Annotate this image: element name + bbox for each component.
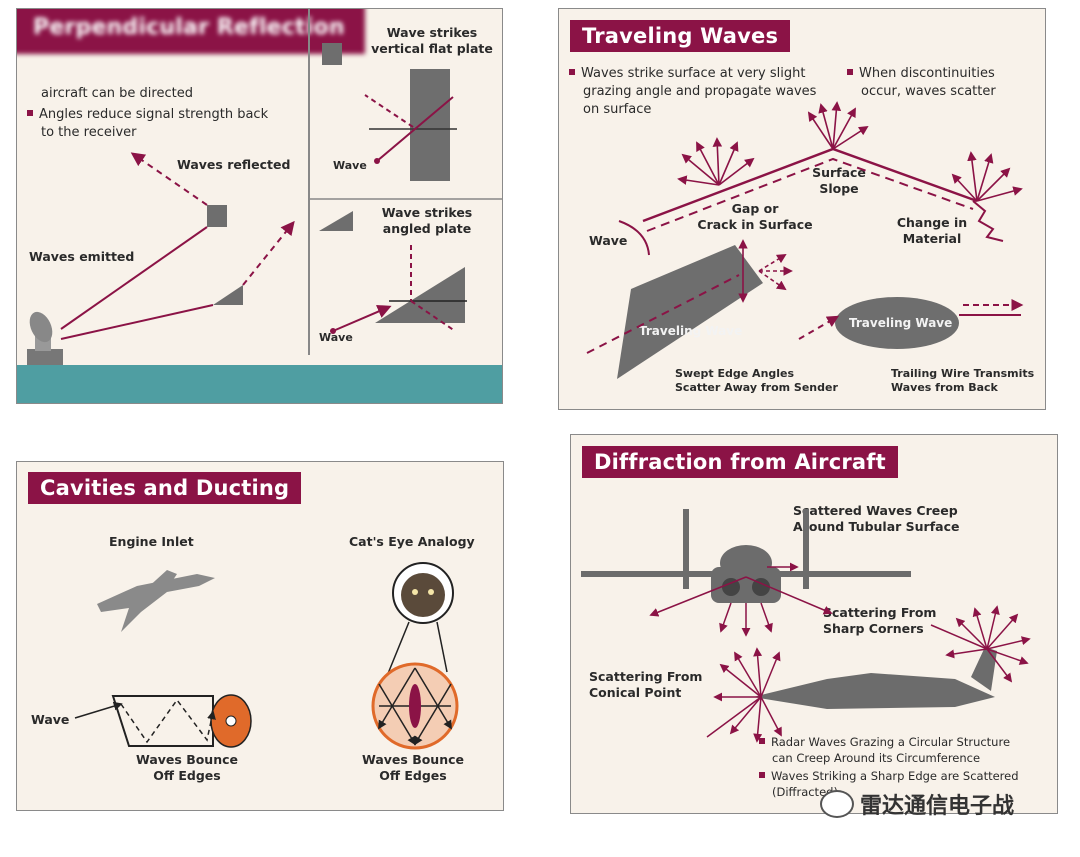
cat-head: [401, 573, 445, 617]
wave-in-arrow: [74, 701, 123, 719]
surface-line: [642, 147, 978, 223]
scatter-burst-slope: [807, 101, 869, 150]
ray-swept-in: [586, 274, 740, 354]
bullet-directed: aircraft can be directed: [41, 86, 193, 101]
scatter-burst-conical: [706, 647, 782, 743]
ray-emitted-1: [60, 226, 208, 330]
diffraction-diagram: [581, 509, 1031, 743]
radar-dish-icon: [27, 311, 63, 365]
small-triangle-icon: [319, 211, 353, 231]
ray-reflected-2: [242, 220, 295, 286]
panel-title-reflection: Perpendicular Reflection: [17, 9, 365, 54]
swept-plate: [617, 245, 763, 379]
surface-wave-dashed: [646, 157, 974, 232]
panel-title-traveling: Traveling Waves: [570, 20, 791, 52]
ray-wire-in: [798, 315, 840, 340]
label-wave-traveling: Wave: [589, 233, 628, 248]
ray-flat-in: [376, 96, 454, 162]
cavities-diagram: [74, 562, 459, 750]
ground-water: [17, 365, 502, 403]
panel-cavities: Cavities and Ducting Engine Inlet Cat's …: [16, 461, 504, 811]
creep-arrows: [649, 562, 833, 637]
ray-flat-out: [364, 94, 414, 128]
bullet-square-icon: [569, 69, 575, 75]
reflection-diagram: [17, 9, 502, 403]
material-zigzag: [972, 200, 1004, 242]
wave-dot-2: [330, 328, 336, 334]
bullet-square-icon: [27, 110, 33, 116]
trailing-wire-body: [835, 297, 959, 349]
cat-eye-right: [428, 589, 434, 595]
watermark-text: 雷达通信电子战: [860, 794, 1015, 819]
label-wave-angled: Wave: [319, 331, 353, 344]
inlet-duct: [111, 695, 214, 747]
front-view-jet-icon: [581, 509, 911, 603]
angled-target: [213, 285, 243, 305]
panel-diffraction: Diffraction from Aircraft Scattered Wave…: [570, 434, 1058, 814]
wave-arc: [618, 220, 650, 256]
eye-pupil: [409, 684, 421, 728]
label-wave-cavity: Wave: [31, 712, 70, 727]
ray-reflected-1: [130, 152, 208, 206]
label-waves-emitted: Waves emitted: [29, 249, 135, 264]
ray-emitted-2: [60, 304, 214, 340]
panel-reflection: Perpendicular Reflection aircraft can be…: [16, 8, 503, 404]
traveling-diagram: Traveling Wave Traveling Wave: [586, 101, 1024, 379]
engine-hub: [225, 715, 237, 727]
connector-line-1: [386, 621, 410, 677]
cat-eye-left: [412, 589, 418, 595]
scatter-burst-swept: [738, 239, 793, 303]
panel-title-diffraction: Diffraction from Aircraft: [582, 446, 898, 478]
small-square-icon: [322, 43, 342, 65]
panel-traveling-waves: Traveling Waves Waves strike surface at …: [558, 8, 1046, 410]
wechat-icon: [820, 790, 854, 818]
panel-title-cavities: Cavities and Ducting: [28, 472, 302, 504]
label-engine-inlet: Engine Inlet: [109, 534, 194, 549]
wave-dot: [374, 158, 380, 164]
bounce-path: [120, 698, 216, 744]
bullet-square-icon: [759, 772, 765, 778]
label-cats-eye: Cat's Eye Analogy: [349, 534, 475, 549]
label-waves-reflected: Waves reflected: [177, 157, 291, 172]
bullet-radar-grazing: Radar Waves Grazing a Circular Structure…: [759, 735, 1010, 766]
traveling-wave-text-2: Traveling Wave: [849, 316, 952, 330]
label-wave-flat: Wave: [333, 159, 367, 172]
bullet-sharp-edge: Waves Striking a Sharp Edge are Scattere…: [759, 769, 1019, 800]
vertical-plate: [410, 69, 450, 181]
scatter-burst-corners: [930, 605, 1031, 683]
side-view-jet-icon: [753, 647, 997, 709]
scatter-burst-gap: [677, 137, 755, 186]
ray-angled-in: [332, 304, 392, 332]
traveling-wave-text-1: Traveling Wave: [639, 324, 742, 338]
connector-line-2: [436, 621, 448, 673]
angled-plate: [375, 267, 465, 323]
flat-target: [207, 205, 227, 227]
scatter-burst-material: [951, 151, 1023, 202]
bullet-square-icon: [847, 69, 853, 75]
fighter-jet-icon: [97, 570, 215, 632]
